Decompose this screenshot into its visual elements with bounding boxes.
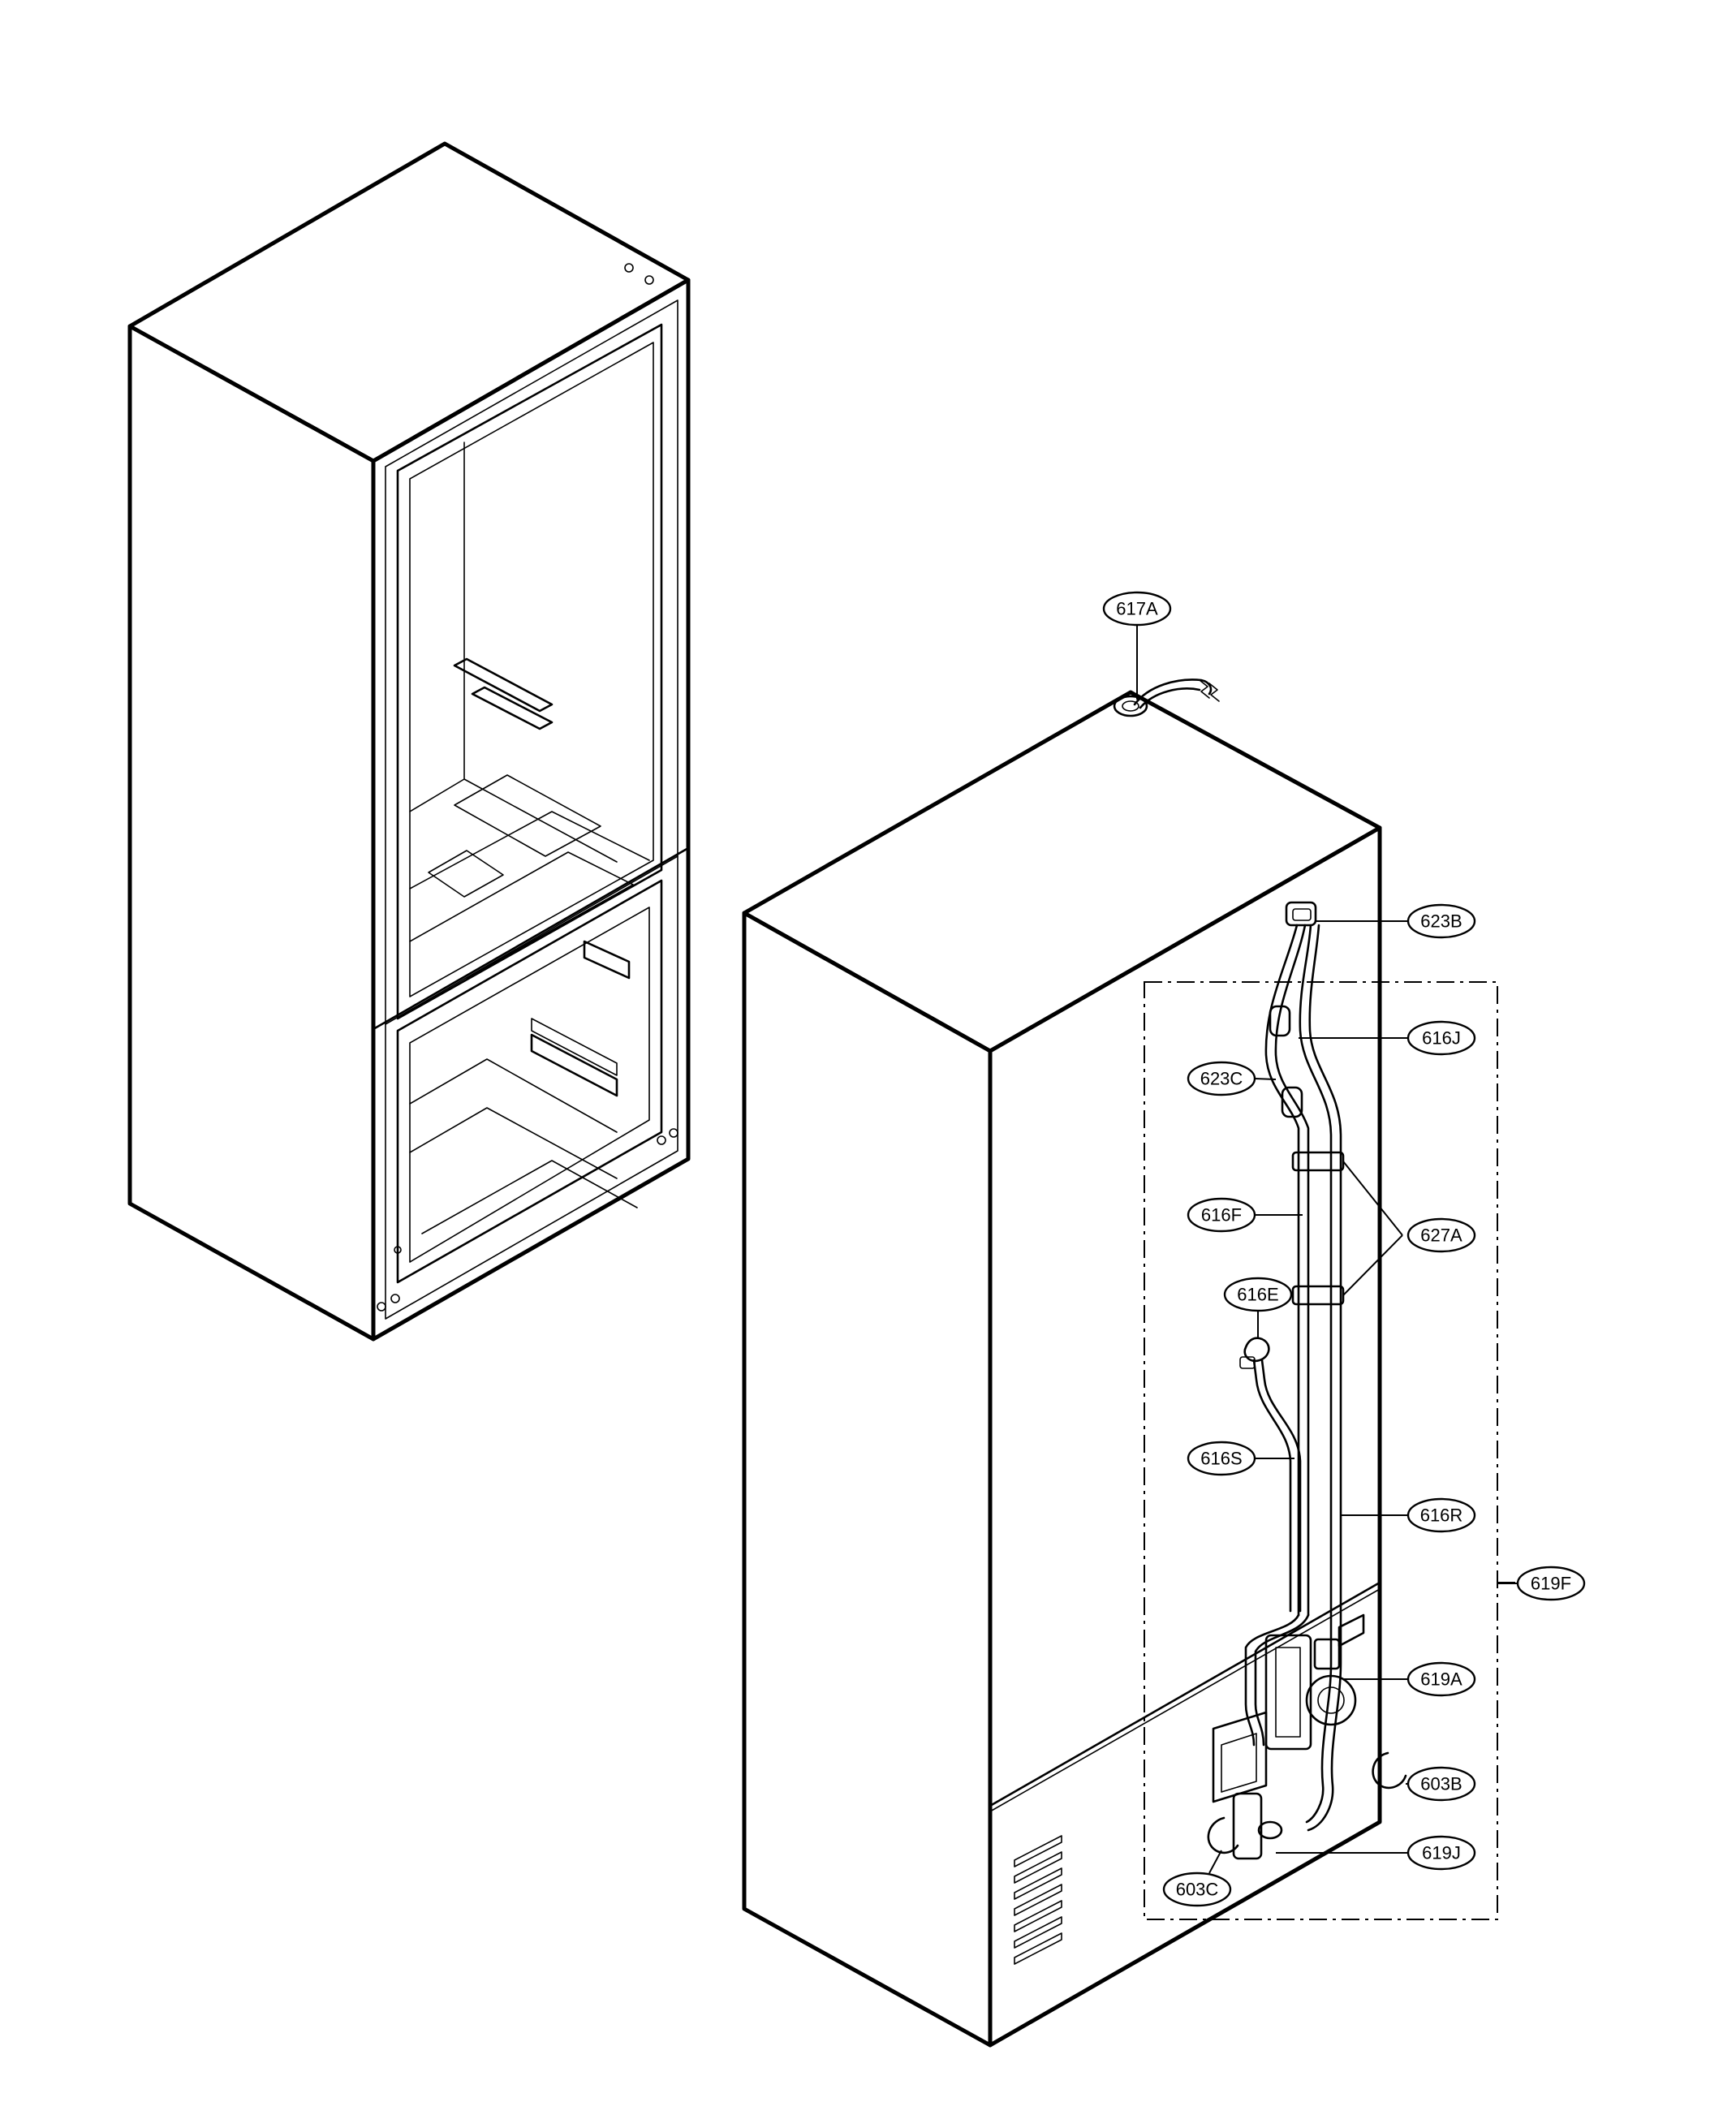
callout-619F: 619F (1516, 1566, 1586, 1601)
callout-623B: 623B (1406, 903, 1476, 939)
svg-text:619J: 619J (1422, 1843, 1461, 1863)
callout-616E: 616E (1223, 1277, 1293, 1312)
svg-text:603B: 603B (1420, 1774, 1462, 1794)
svg-text:616J: 616J (1422, 1028, 1461, 1049)
svg-text:623B: 623B (1420, 911, 1462, 932)
svg-text:627A: 627A (1420, 1225, 1462, 1246)
svg-text:623C: 623C (1200, 1069, 1243, 1089)
vent-slots (1014, 1835, 1062, 1965)
grommet-617A (1113, 678, 1220, 717)
svg-text:616S: 616S (1200, 1449, 1242, 1469)
callout-603C: 603C (1162, 1872, 1232, 1907)
callout-619J: 619J (1406, 1835, 1476, 1871)
svg-text:603C: 603C (1176, 1880, 1219, 1900)
leader-lines (1136, 626, 1518, 1874)
callout-603B: 603B (1406, 1766, 1476, 1802)
svg-text:616R: 616R (1420, 1505, 1463, 1526)
rear-cabinet (742, 678, 1518, 2048)
callout-616F: 616F (1187, 1197, 1256, 1233)
svg-text:616E: 616E (1237, 1285, 1278, 1305)
callout-627A: 627A (1406, 1217, 1476, 1253)
callout-623C: 623C (1187, 1061, 1256, 1096)
callout-619A: 619A (1406, 1661, 1476, 1697)
callout-617A: 617A (1102, 591, 1172, 627)
svg-text:617A: 617A (1116, 599, 1158, 619)
callout-616J: 616J (1406, 1020, 1476, 1056)
svg-text:616F: 616F (1201, 1205, 1242, 1225)
front-cabinet (127, 141, 691, 1342)
svg-text:619A: 619A (1420, 1669, 1462, 1690)
callout-616S: 616S (1187, 1441, 1256, 1476)
svg-text:619F: 619F (1531, 1574, 1571, 1594)
callout-616R: 616R (1406, 1497, 1476, 1533)
assembly-boundary-619F (1144, 981, 1498, 1920)
